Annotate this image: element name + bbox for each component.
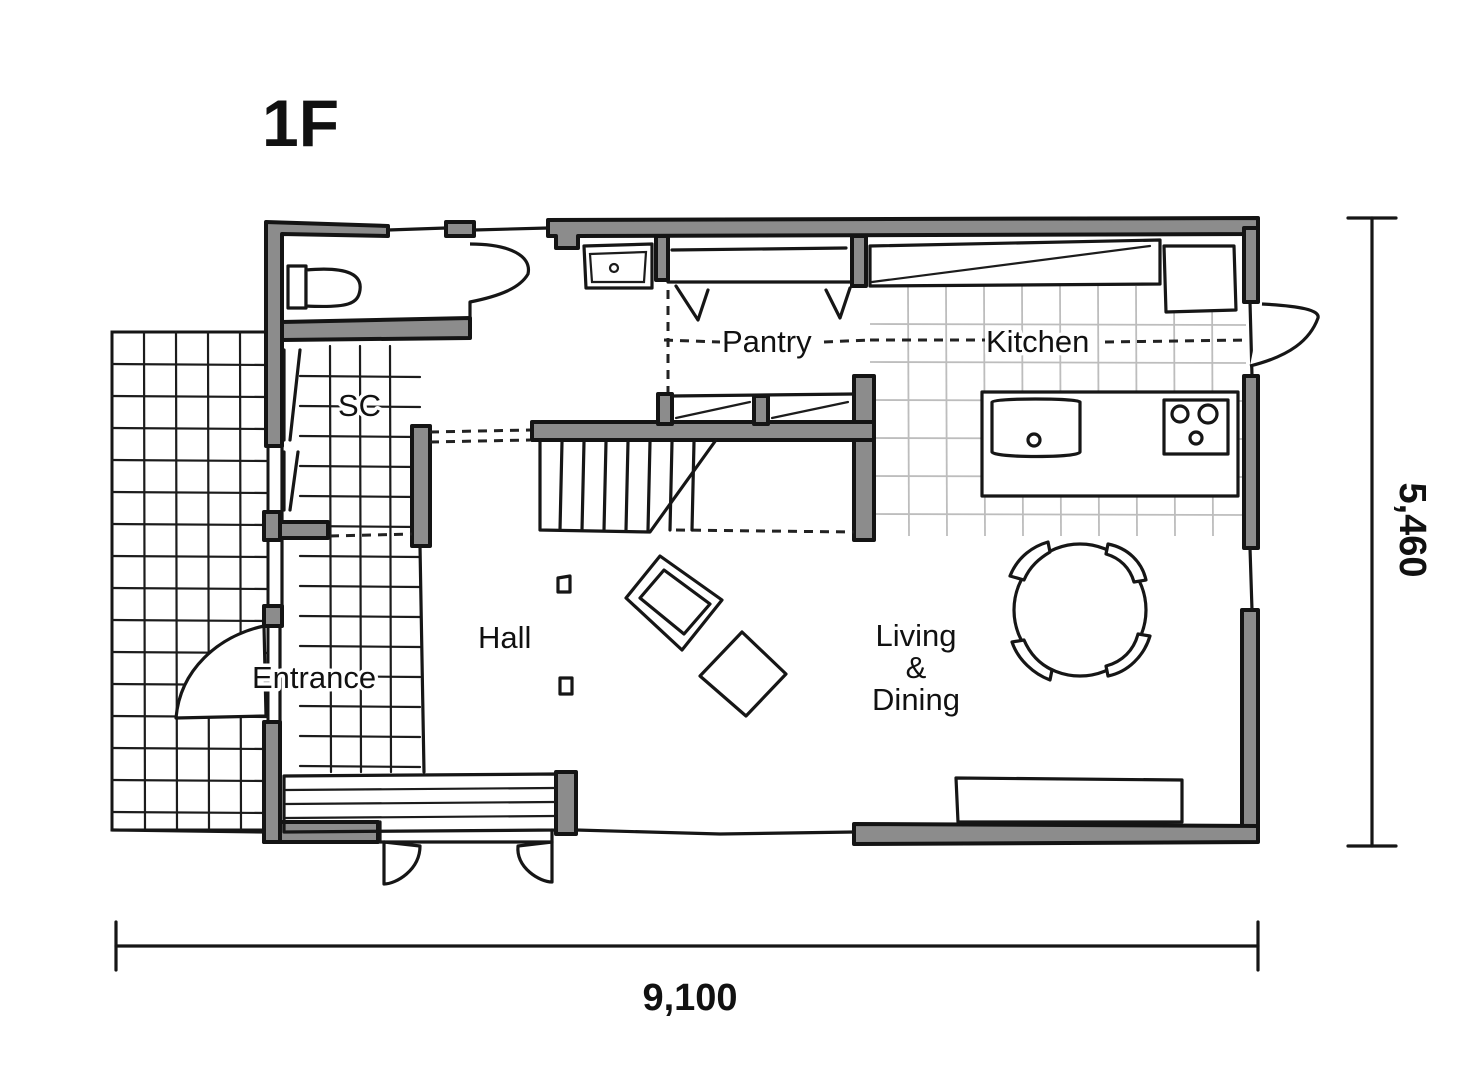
coffee-table: [698, 630, 788, 718]
porch-tile-grid: [110, 330, 270, 832]
walls: [262, 216, 1260, 846]
depth-dimension-label: 5,460: [1391, 482, 1433, 577]
width-dimension-line: [114, 920, 1260, 972]
doors: [174, 242, 1320, 886]
hall-posts: [556, 574, 574, 696]
staircase: [538, 438, 718, 534]
washbasin-fixture: [582, 242, 654, 290]
dining-table-set: [1008, 540, 1152, 682]
width-dimension-label: 9,100: [642, 977, 737, 1019]
room-label-pantry: Pantry: [722, 324, 812, 359]
kitchen-island: [980, 390, 1240, 498]
thin-lines: [110, 226, 1254, 836]
tv-board: [954, 776, 1184, 824]
room-label-hall: Hall: [478, 620, 531, 655]
room-label-dining: Dining: [872, 682, 960, 717]
room-label-ampersand: &: [906, 650, 927, 685]
room-label-sc: SC: [338, 388, 381, 423]
fridge: [1162, 244, 1238, 314]
floor-label: 1F: [262, 86, 339, 160]
room-label-living: Living: [876, 618, 957, 653]
entrance-step: [282, 772, 558, 844]
toilet-fixture: [286, 264, 362, 310]
room-label-entrance: Entrance: [252, 660, 376, 695]
room-label-kitchen: Kitchen: [986, 324, 1089, 359]
armchair: [624, 554, 724, 652]
depth-dimension-line: [1346, 216, 1398, 848]
